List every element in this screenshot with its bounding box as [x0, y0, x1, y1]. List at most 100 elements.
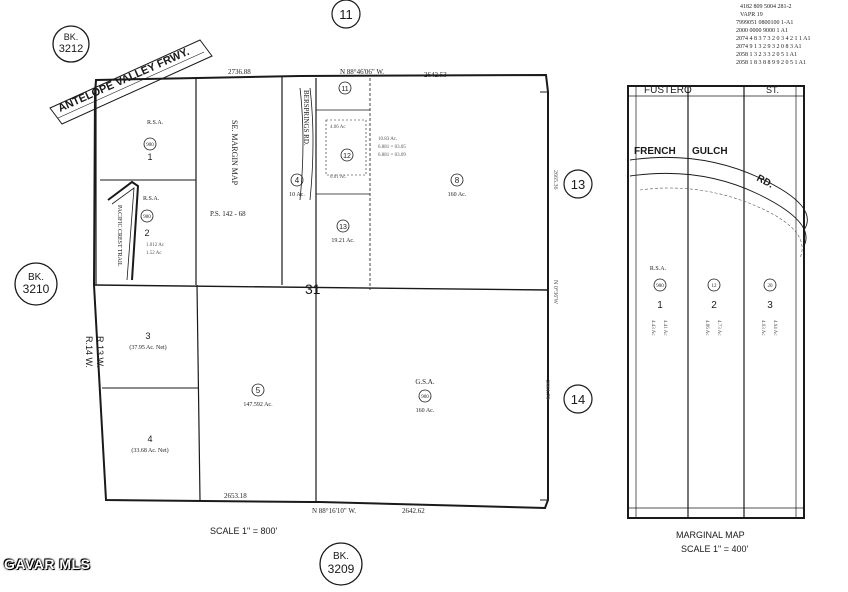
marginal-road: FRENCH GULCH RD. — [634, 146, 775, 191]
svg-text:13: 13 — [339, 224, 347, 231]
svg-text:G.S.A.: G.S.A. — [415, 378, 435, 386]
svg-text:RD.: RD. — [755, 173, 776, 191]
parcel-12: 12 — [340, 148, 354, 162]
svg-text:2074 9 1 3 2 9 3 2 0 8 3 A1: 2074 9 1 3 2 9 3 2 0 8 3 A1 — [736, 44, 802, 50]
svg-text:4: 4 — [147, 434, 152, 444]
svg-text:4.94 Ac: 4.94 Ac — [772, 320, 777, 336]
svg-text:3: 3 — [767, 300, 773, 311]
svg-text:0.01 Ac.: 0.01 Ac. — [330, 175, 347, 180]
svg-text:5: 5 — [256, 386, 261, 395]
svg-text:19.21 Ac.: 19.21 Ac. — [331, 238, 355, 244]
svg-text:2074 4 8 3 7 3 2 0 3 4 2 1 1 A: 2074 4 8 3 7 3 2 0 3 4 2 1 1 A1 — [736, 36, 811, 42]
svg-text:1: 1 — [657, 300, 663, 311]
svg-text:(37.95 Ac. Net): (37.95 Ac. Net) — [129, 344, 166, 351]
svg-text:12: 12 — [343, 153, 351, 160]
parcel-5: 5 147.592 Ac. — [243, 383, 273, 408]
marginal-map-scale: SCALE 1" = 400' — [681, 544, 748, 554]
svg-text:2000 0000 9000 1 A1: 2000 0000 9000 1 A1 — [736, 28, 788, 34]
parcel-gsa: G.S.A. 900 160 Ac. — [415, 378, 435, 414]
book-ref-3209: BK. 3209 — [319, 542, 363, 586]
svg-text:1: 1 — [147, 152, 152, 162]
svg-text:2: 2 — [144, 228, 149, 238]
svg-text:4: 4 — [295, 176, 300, 185]
marginal-lot-1: R.S.A. 900 1 — [650, 266, 667, 311]
svg-text:N 0°36'W: N 0°36'W — [552, 280, 559, 304]
svg-text:FRENCH: FRENCH — [634, 146, 676, 157]
parcel-3: 3 (37.95 Ac. Net) — [129, 331, 166, 351]
svg-text:R.S.A.: R.S.A. — [147, 120, 164, 126]
marginal-map — [627, 85, 808, 519]
svg-text:2058 1 8 3 8 8 9 9 2 0 5 1 A1: 2058 1 8 3 8 8 9 9 2 0 5 1 A1 — [736, 60, 806, 66]
page-ref-14: 14 — [563, 384, 593, 414]
svg-text:2736.88: 2736.88 — [228, 68, 251, 76]
svg-text:900: 900 — [421, 395, 429, 400]
svg-text:(33.68 Ac. Net): (33.68 Ac. Net) — [131, 447, 168, 454]
svg-text:N 88°46'06" W.: N 88°46'06" W. — [340, 68, 384, 76]
svg-text:4.41 Ac: 4.41 Ac — [662, 320, 667, 336]
parcel-lines — [93, 77, 549, 502]
svg-text:4.43 Ac: 4.43 Ac — [650, 320, 655, 336]
svg-text:2058 1 3 2 3 3 2 0 5 1 A1: 2058 1 3 2 3 3 2 0 5 1 A1 — [736, 52, 797, 58]
svg-text:BK.: BK. — [64, 32, 79, 42]
svg-text:2642.62: 2642.62 — [402, 507, 425, 515]
parcel-4-ten-acre: 4 10 Ac. — [289, 173, 305, 198]
svg-text:R.14 W.: R.14 W. — [84, 336, 94, 368]
parcel-8: 8 160 Ac. — [448, 173, 467, 198]
parcel-13: 13 19.21 Ac. — [331, 219, 355, 244]
svg-text:3210: 3210 — [23, 282, 50, 296]
svg-text:160 Ac.: 160 Ac. — [416, 408, 435, 414]
marginal-lot-3: 20 3 — [763, 278, 777, 311]
svg-text:N 88°16'10" W.: N 88°16'10" W. — [312, 507, 356, 515]
svg-text:4.06 Ac: 4.06 Ac — [330, 125, 346, 130]
svg-text:8: 8 — [455, 176, 460, 185]
page-ref-13: 13 — [563, 169, 593, 199]
svg-text:2665.36: 2665.36 — [552, 170, 558, 190]
svg-text:10.83 Ac.: 10.83 Ac. — [378, 137, 397, 142]
svg-text:R.S.A.: R.S.A. — [143, 196, 160, 202]
svg-text:20: 20 — [768, 284, 774, 289]
svg-text:147.592 Ac.: 147.592 Ac. — [243, 402, 273, 408]
ps-label: P.S. 142 - 68 — [210, 210, 246, 218]
svg-text:GULCH: GULCH — [692, 146, 728, 157]
marginal-street: FUSTERO ST. — [644, 85, 779, 96]
road-label-vertical: BERSPRINGS RD. — [302, 90, 310, 146]
watermark: GAVAR MLS — [4, 556, 91, 572]
svg-text:2653.18: 2653.18 — [224, 492, 247, 500]
se-margin-map-label: SE. MARGIN MAP — [230, 120, 239, 186]
svg-text:R.13 W.: R.13 W. — [95, 336, 105, 368]
svg-text:4.86 Ac: 4.86 Ac — [704, 320, 709, 336]
svg-text:R.S.A.: R.S.A. — [650, 266, 667, 272]
svg-text:1.012 Ac: 1.012 Ac — [146, 243, 165, 248]
svg-text:6.881 = 03.05: 6.881 = 03.05 — [378, 145, 406, 150]
marginal-lot-2: 12 2 — [707, 278, 721, 311]
svg-text:2: 2 — [711, 300, 717, 311]
svg-text:2642.53: 2642.53 — [424, 71, 447, 79]
svg-text:14: 14 — [571, 392, 585, 407]
svg-text:4182 809 5004 281-2: 4182 809 5004 281-2 — [740, 4, 792, 10]
marginal-lot-notes: 4.43 Ac 4.41 Ac 4.86 Ac 4.73 Ac 4.93 Ac … — [650, 320, 777, 336]
section-boundary — [92, 73, 549, 510]
marginal-map-title: MARGINAL MAP — [676, 530, 745, 540]
svg-text:1.52 Ac: 1.52 Ac — [146, 251, 162, 256]
svg-text:VAPR 19: VAPR 19 — [740, 12, 763, 18]
lot-notes: 10.83 Ac. 6.881 = 03.05 6.881 = 03.09 4.… — [146, 125, 406, 256]
svg-text:3: 3 — [145, 331, 150, 341]
svg-text:FUSTERO: FUSTERO — [644, 85, 692, 96]
section-number: 31 — [305, 281, 321, 297]
book-ref-3210: BK. 3210 — [14, 262, 58, 306]
svg-text:4.93 Ac: 4.93 Ac — [760, 320, 765, 336]
svg-text:6.881 = 03.09: 6.881 = 03.09 — [378, 153, 406, 158]
svg-text:ST.: ST. — [766, 85, 779, 95]
parcel-4-left: 4 (33.68 Ac. Net) — [131, 434, 168, 454]
svg-text:2661.79: 2661.79 — [544, 380, 550, 400]
svg-text:11: 11 — [339, 7, 353, 22]
svg-text:900: 900 — [143, 215, 151, 220]
svg-text:900: 900 — [146, 143, 154, 148]
svg-text:BK.: BK. — [28, 272, 44, 283]
svg-text:3209: 3209 — [328, 562, 355, 576]
right-edge-annotations: 2665.36 N 0°36'W 2661.79 — [544, 170, 559, 400]
pacific-crest-trail-label: PACIFIC CREST TRAIL — [116, 205, 122, 267]
svg-text:3212: 3212 — [59, 43, 83, 55]
svg-text:4.73 Ac: 4.73 Ac — [716, 320, 721, 336]
